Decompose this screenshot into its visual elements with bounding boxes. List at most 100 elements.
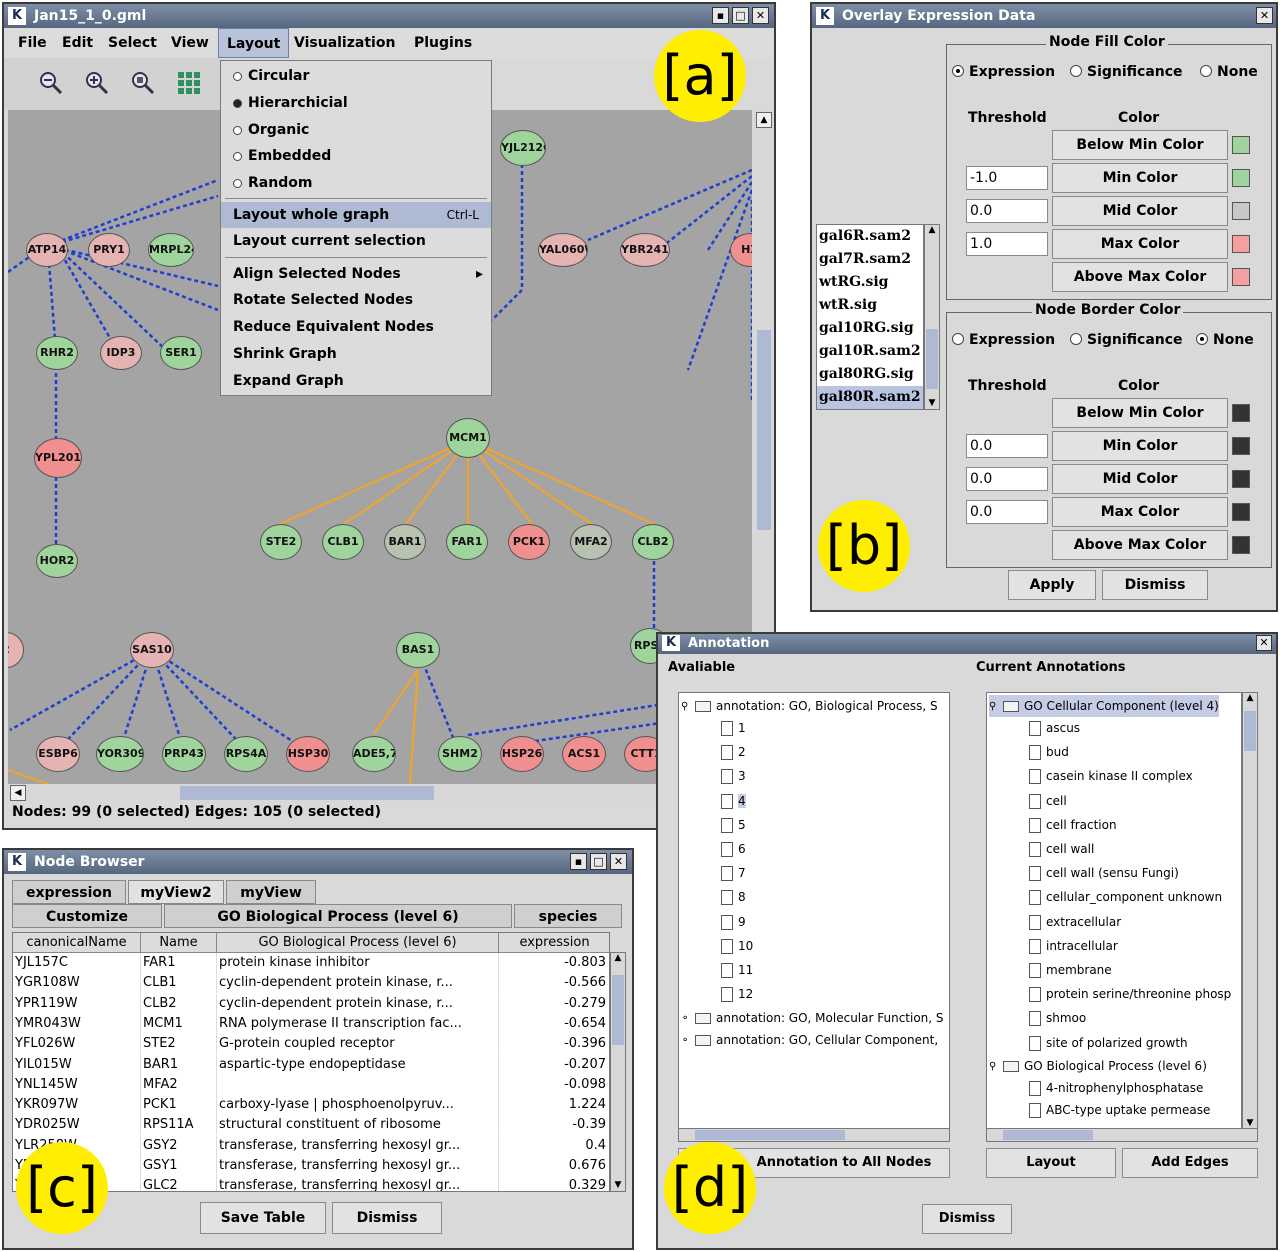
zoom-selected-icon[interactable] — [130, 70, 156, 96]
scroll-thumb[interactable] — [1244, 711, 1256, 751]
border-min-threshold-input[interactable]: 0.0 — [966, 434, 1048, 458]
tree-root-cellular-component[interactable]: ⚬annotation: GO, Cellular Component, — [681, 1033, 939, 1047]
table-cell-expression[interactable]: -0.396 — [499, 1034, 609, 1054]
menu-select[interactable]: Select — [108, 35, 157, 51]
table-cell[interactable]: MCM1 — [141, 1013, 217, 1034]
node-far1[interactable]: FAR1 — [446, 524, 488, 560]
table-cell[interactable]: CLB1 — [141, 973, 217, 994]
scroll-up-arrow-icon[interactable]: ▲ — [1246, 693, 1254, 703]
list-item[interactable]: intracellular — [1029, 935, 1118, 957]
zoom-out-icon[interactable] — [38, 70, 64, 96]
table-cell-expression[interactable]: -0.566 — [499, 973, 609, 993]
table-cell[interactable]: structural constituent of ribosome — [217, 1115, 499, 1136]
condition-list[interactable]: gal6R.sam2 gal7R.sam2 wtRG.sig wtR.sig g… — [816, 224, 924, 410]
node-hsp30[interactable]: HSP30 — [286, 736, 330, 772]
col-header-expression[interactable]: expression — [499, 933, 609, 953]
node-bas1[interactable]: BAS1 — [396, 632, 440, 668]
tab-myview[interactable]: myView — [226, 880, 316, 904]
table-cell[interactable]: YNL145W — [13, 1074, 141, 1095]
main-window-titlebar[interactable]: K Jan15_1_0.gml ▪ □ ✕ — [4, 4, 774, 28]
node-ser1[interactable]: SER1 — [160, 336, 202, 370]
table-cell[interactable]: YJL157C — [13, 953, 141, 973]
table-cell[interactable]: GLC2 — [141, 1176, 217, 1191]
list-item[interactable]: gal80RG.sig — [819, 366, 914, 382]
list-item[interactable]: wtR.sig — [819, 297, 878, 313]
table-cell[interactable]: cyclin-dependent protein kinase, r... — [217, 993, 499, 1014]
table-cell[interactable]: YMR043W — [13, 1013, 141, 1034]
node-ybr241c[interactable]: YBR241C — [620, 233, 670, 267]
list-item[interactable]: ABC-type uptake permease — [1029, 1099, 1210, 1121]
node-yjl212c[interactable]: YJL212C — [500, 130, 546, 166]
node-mcm1[interactable]: MCM1 — [446, 418, 490, 458]
tree-root-bio-process-level6[interactable]: ⚲GO Biological Process (level 6) — [989, 1059, 1207, 1073]
list-item[interactable]: cell wall — [1029, 838, 1094, 860]
border-mid-threshold-input[interactable]: 0.0 — [966, 467, 1048, 491]
table-cell[interactable]: BAR1 — [141, 1054, 217, 1075]
hscroll-thumb[interactable] — [1003, 1130, 1093, 1140]
table-cell[interactable]: FAR1 — [141, 953, 217, 973]
hscroll-thumb[interactable] — [695, 1130, 845, 1140]
tree-item-level[interactable]: 3 — [721, 765, 746, 787]
condition-list-scrollbar[interactable]: ▲ ▼ — [924, 224, 940, 410]
border-above-max-color-button[interactable]: Above Max Color — [1052, 530, 1228, 560]
list-item[interactable]: cell fraction — [1029, 814, 1117, 836]
tree-item-level[interactable]: 5 — [721, 814, 746, 836]
node-sas10[interactable]: SAS10 — [130, 632, 174, 668]
scroll-left-arrow-icon[interactable]: ◀ — [10, 785, 26, 801]
list-item[interactable]: gal10R.sam2 — [819, 343, 921, 359]
graph-canvas[interactable]: ATP14 PRY1 MRPL24 YJL212C YAL060W YBR241… — [8, 110, 752, 784]
scroll-thumb[interactable] — [612, 975, 624, 1045]
col-header-name[interactable]: Name — [141, 933, 217, 953]
border-min-color-button[interactable]: Min Color — [1052, 431, 1228, 461]
collapse-icon[interactable]: ⚬ — [681, 1034, 690, 1046]
available-tree[interactable]: ⚲annotation: GO, Biological Process, S 1… — [678, 692, 950, 1130]
node-pry1[interactable]: PRY1 — [88, 233, 130, 267]
table-vertical-scrollbar[interactable]: ▲ ▼ — [610, 952, 626, 1192]
fill-below-min-color-button[interactable]: Below Min Color — [1052, 130, 1228, 160]
table-cell[interactable]: carboxy-lyase | phosphoenolpyruv... — [217, 1095, 499, 1116]
menu-item-hierarchicial[interactable]: Hierarchicial — [221, 90, 491, 116]
table-cell[interactable]: transferase, transferring hexosyl gr... — [217, 1135, 499, 1156]
scroll-up-arrow-icon[interactable]: ▲ — [756, 112, 772, 128]
table-cell[interactable]: protein kinase inhibitor — [217, 953, 499, 973]
tab-expression[interactable]: expression — [12, 880, 126, 904]
node-atp14[interactable]: ATP14 — [26, 233, 68, 267]
menu-item-reduce-equivalent-nodes[interactable]: Reduce Equivalent Nodes — [233, 319, 434, 335]
table-cell[interactable]: G-protein coupled receptor — [217, 1034, 499, 1055]
menu-item-organic[interactable]: Organic — [221, 117, 491, 143]
scroll-thumb[interactable] — [757, 330, 771, 530]
tab-customize[interactable]: Customize — [12, 904, 162, 928]
border-radio-none[interactable]: None — [1196, 332, 1254, 348]
col-header-go-process[interactable]: GO Biological Process (level 6) — [217, 933, 499, 953]
node-yal060w[interactable]: YAL060W — [538, 233, 588, 267]
collapse-icon[interactable]: ⚬ — [681, 1012, 690, 1024]
fill-mid-threshold-input[interactable]: 0.0 — [966, 199, 1048, 223]
table-cell[interactable]: STE2 — [141, 1034, 217, 1055]
table-cell[interactable]: YIL015W — [13, 1054, 141, 1075]
save-table-button[interactable]: Save Table — [200, 1202, 326, 1234]
list-item[interactable]: site of polarized growth — [1029, 1032, 1188, 1054]
table-cell[interactable]: PCK1 — [141, 1095, 217, 1116]
tree-item-level[interactable]: 12 — [721, 983, 753, 1005]
node-acs1[interactable]: ACS1 — [562, 736, 606, 772]
list-item[interactable]: gal7R.sam2 — [819, 251, 911, 267]
node-esbp6[interactable]: ESBP6 — [36, 736, 80, 772]
table-cell[interactable]: YKR097W — [13, 1095, 141, 1116]
maximize-button[interactable]: □ — [590, 853, 607, 870]
list-item[interactable]: cell — [1029, 790, 1067, 812]
list-item[interactable]: casein kinase II complex — [1029, 765, 1193, 787]
border-radio-expression[interactable]: Expression — [952, 332, 1055, 348]
table-cell-expression[interactable]: 0.329 — [499, 1176, 609, 1191]
table-cell[interactable]: transferase, transferring hexosyl gr... — [217, 1176, 499, 1191]
table-cell-expression[interactable]: -0.098 — [499, 1075, 609, 1095]
node-shm2[interactable]: SHM2 — [438, 736, 482, 772]
fit-graph-icon[interactable] — [176, 70, 202, 96]
close-button[interactable]: ✕ — [752, 7, 769, 24]
node-prp43[interactable]: PRP43 — [162, 736, 206, 772]
node-ste2[interactable]: STE2 — [260, 524, 302, 560]
border-below-min-color-button[interactable]: Below Min Color — [1052, 398, 1228, 428]
tree-item-level[interactable]: 4 — [721, 790, 746, 812]
table-cell[interactable] — [217, 1074, 499, 1095]
hscroll-thumb[interactable] — [180, 786, 434, 800]
